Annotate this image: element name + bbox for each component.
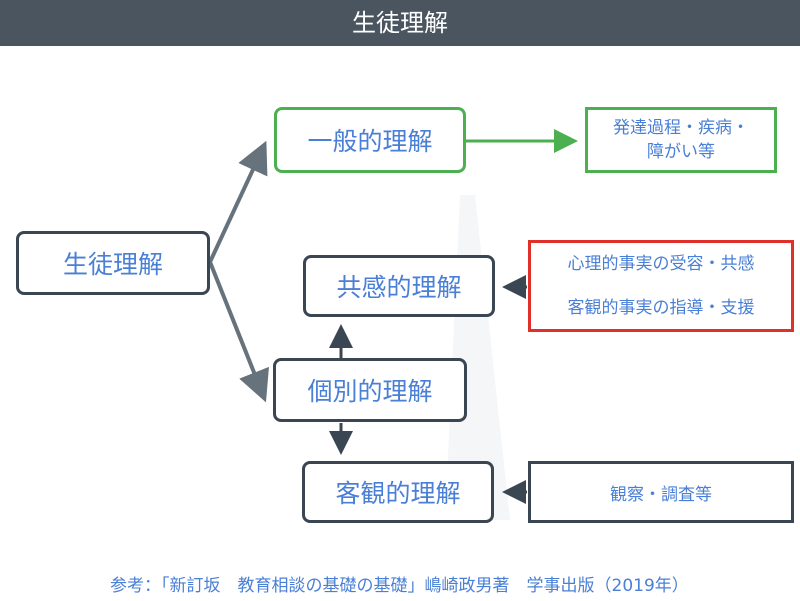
note-empathic-line2: 客観的事実の指導・支援 [567, 298, 755, 318]
node-student-understanding: 生徒理解 [16, 231, 210, 295]
node-general-understanding: 一般的理解 [274, 107, 466, 173]
node-individual-understanding: 個別的理解 [273, 358, 467, 422]
arrow-student-to-general [208, 140, 268, 263]
note-general-line2: 障がい等 [647, 142, 715, 162]
note-objective-line1: 観察・調査等 [610, 484, 712, 505]
note-empathic-line1: 心理的事実の受容・共感 [567, 254, 755, 274]
note-empathic: 心理的事実の受容・共感 客観的事実の指導・支援 [528, 240, 794, 332]
note-general: 発達過程・疾病・ 障がい等 [585, 107, 777, 173]
page-title: 生徒理解 [0, 0, 800, 46]
reference-citation: 参考：「新訂坂 教育相談の基礎の基礎」嶋崎政男著 学事出版（2019年） [110, 576, 689, 596]
node-objective-understanding: 客観的理解 [302, 461, 494, 523]
node-empathic-understanding: 共感的理解 [303, 255, 495, 317]
note-objective: 観察・調査等 [528, 461, 794, 523]
note-general-line1: 発達過程・疾病・ [613, 118, 749, 138]
arrow-student-to-individual [208, 261, 269, 403]
